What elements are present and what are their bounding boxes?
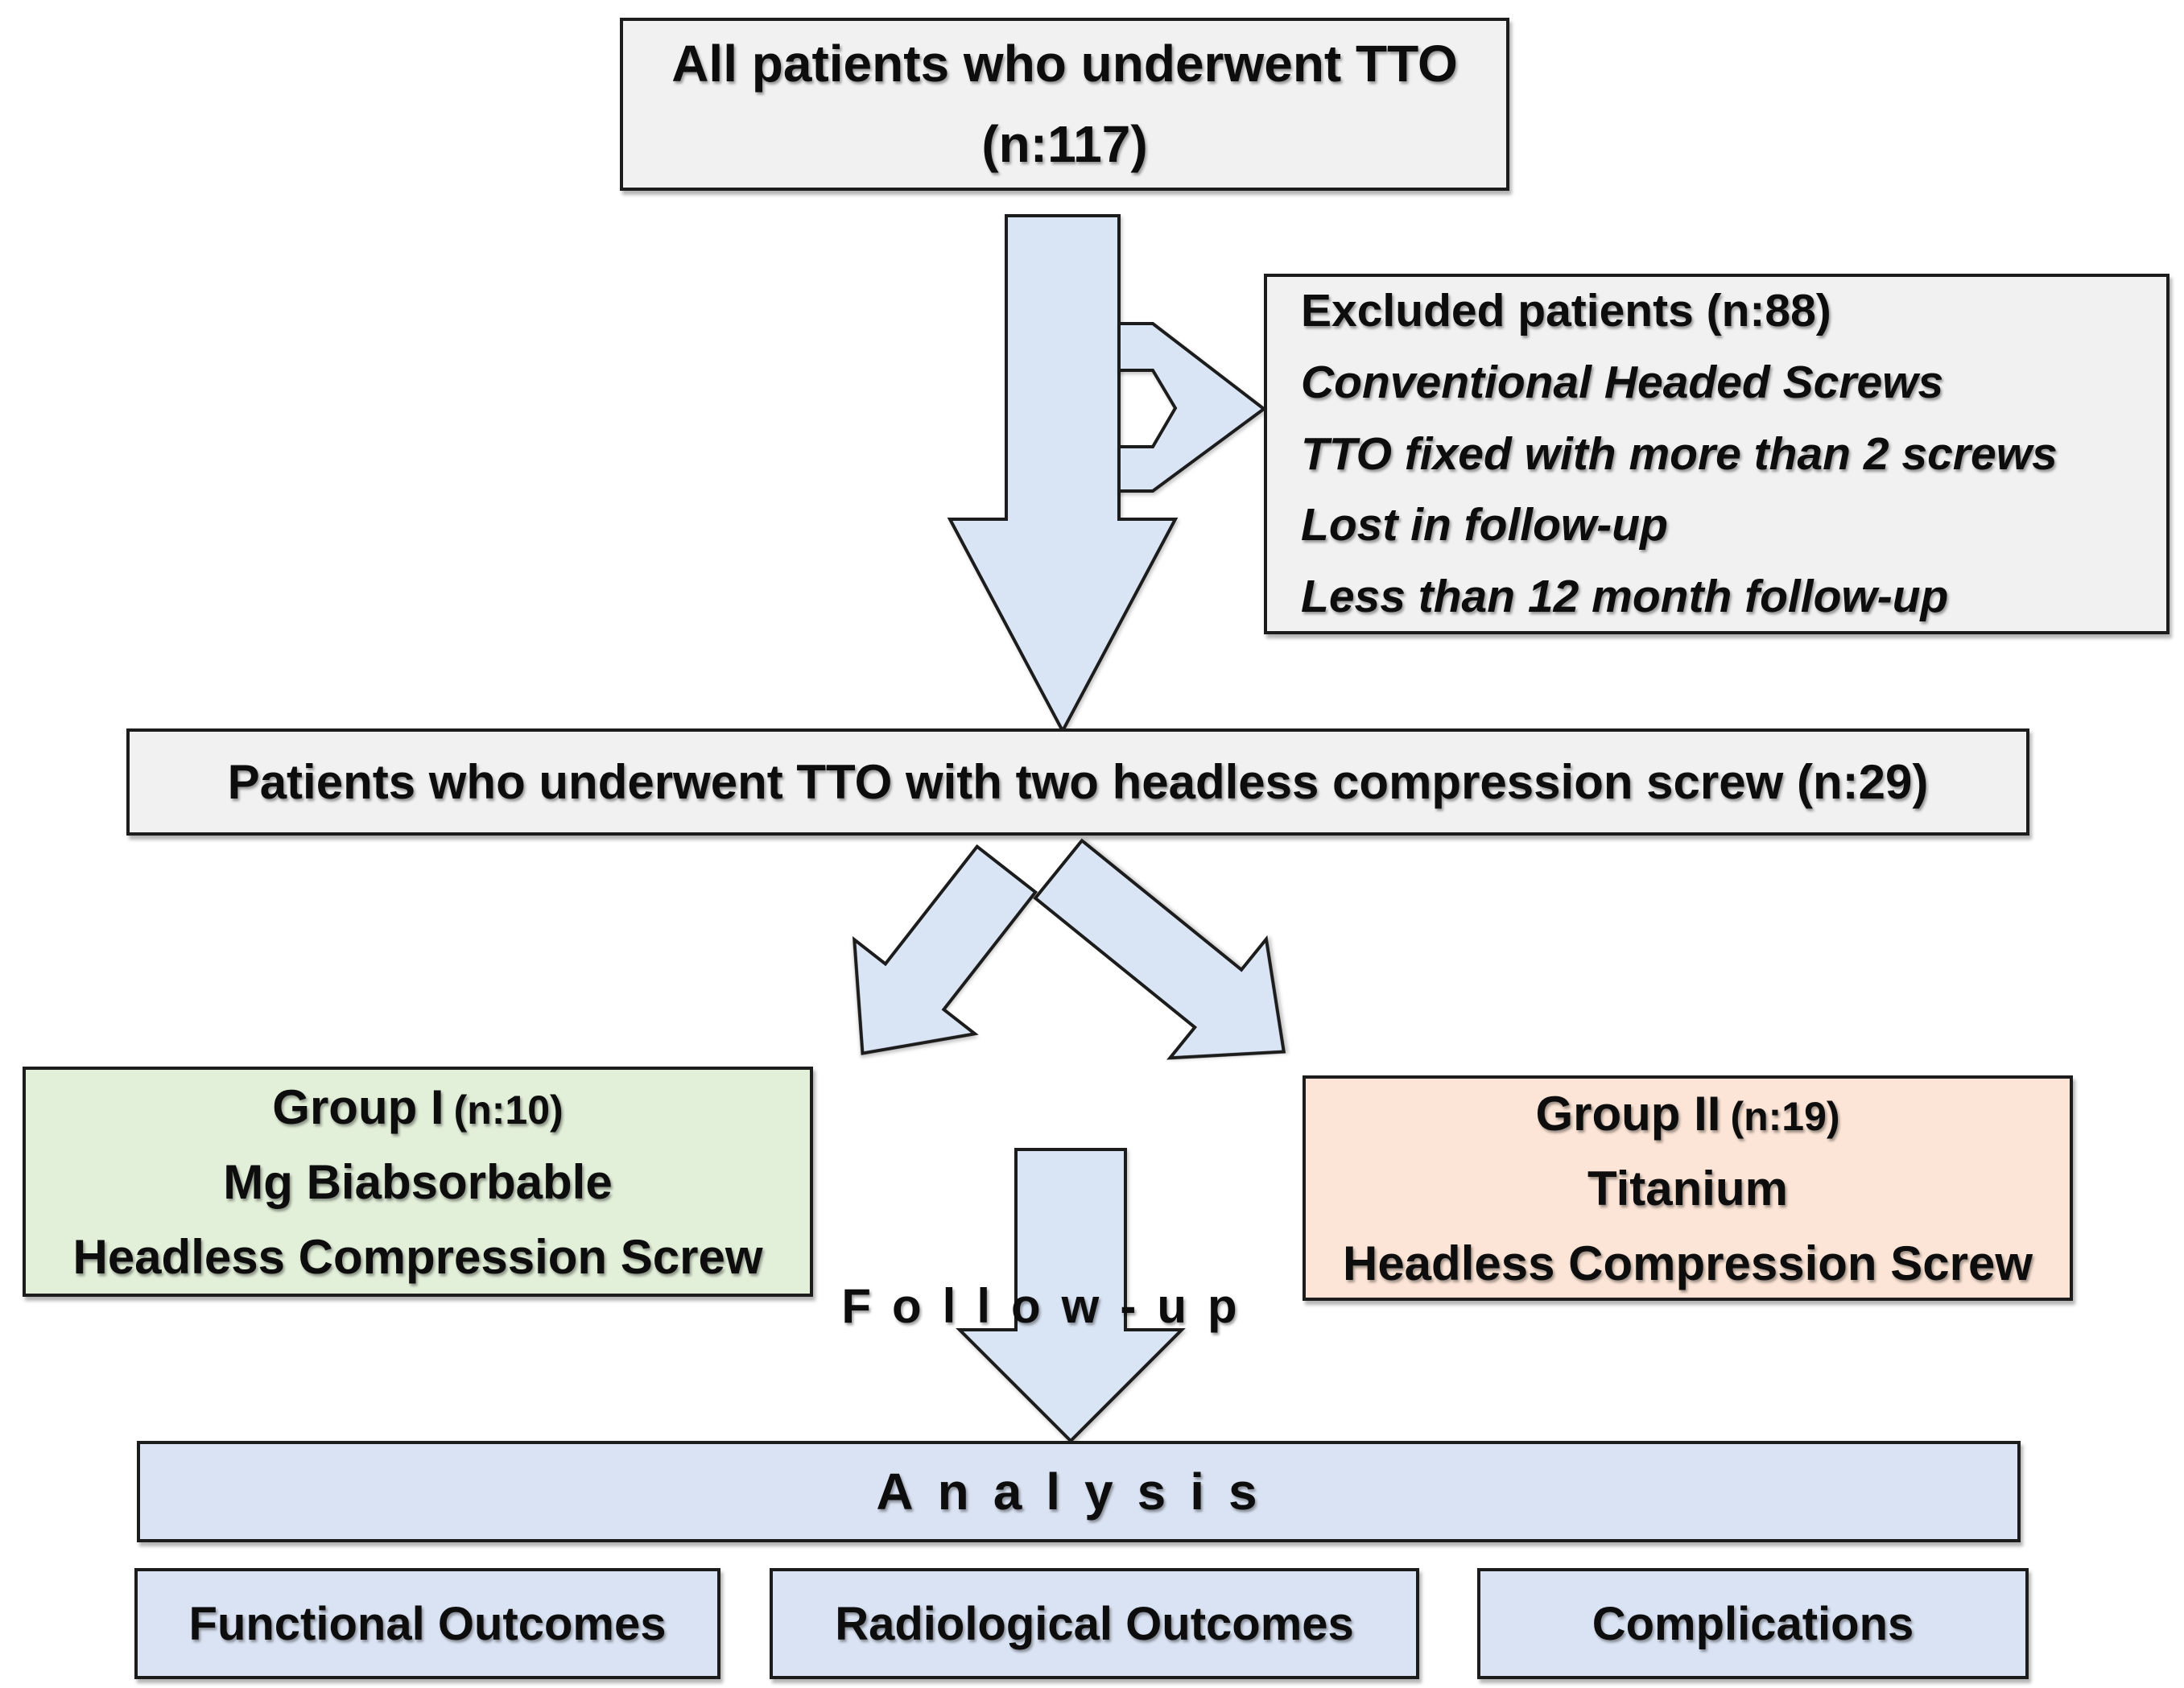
node-tto-two-screws: Patients who underwent TTO with two head… — [126, 728, 2029, 836]
excluded-reason: TTO fixed with more than 2 screws — [1301, 427, 2058, 480]
arrow-split-right — [1033, 838, 1286, 1060]
node-analysis: Analysis — [137, 1441, 2021, 1542]
node-excluded: Excluded patients (n:88) Conventional He… — [1264, 274, 2170, 634]
node-group1-title: Group I — [272, 1079, 444, 1134]
node-group1-count: (n:10) — [453, 1087, 564, 1133]
node-tto-two-screws-label: Patients who underwent TTO with two head… — [227, 754, 1929, 809]
excluded-reason: Lost in follow-up — [1301, 499, 1668, 551]
node-excluded-title: Excluded patients (n:88) — [1301, 284, 1831, 336]
excluded-reason: Conventional Headed Screws — [1301, 356, 1944, 408]
node-all-patients: All patients who underwent TTO (n:117) — [620, 18, 1509, 191]
node-group1-line3: Headless Compression Screw — [72, 1229, 763, 1284]
node-group2-title-line: Group II(n:19) — [1535, 1076, 1839, 1151]
node-group2: Group II(n:19) Titanium Headless Compres… — [1303, 1075, 2073, 1301]
node-functional-outcomes: Functional Outcomes — [134, 1568, 720, 1679]
node-group2-line3: Headless Compression Screw — [1342, 1236, 2033, 1290]
arrow-split-left — [852, 844, 1038, 1055]
arrow-followup — [956, 1148, 1186, 1443]
excluded-reason: Less than 12 month follow-up — [1301, 571, 1949, 623]
node-all-patients-count: (n:117) — [981, 114, 1148, 173]
node-complications: Complications — [1477, 1568, 2029, 1679]
node-group2-count: (n:19) — [1730, 1093, 1840, 1139]
node-group2-line2: Titanium — [1587, 1161, 1788, 1215]
node-group1: Group I(n:10) Mg Biabsorbable Headless C… — [23, 1067, 813, 1297]
node-radiological-outcomes: Radiological Outcomes — [770, 1568, 1419, 1679]
node-group2-title: Group II — [1535, 1086, 1721, 1141]
followup-label: Follow-up — [841, 1278, 1258, 1333]
node-group1-title-line: Group I(n:10) — [272, 1070, 563, 1145]
arrow-excluded-branch — [1117, 322, 1267, 493]
node-all-patients-line1: All patients who underwent TTO — [671, 35, 1458, 93]
node-group1-line2: Mg Biabsorbable — [223, 1154, 613, 1209]
